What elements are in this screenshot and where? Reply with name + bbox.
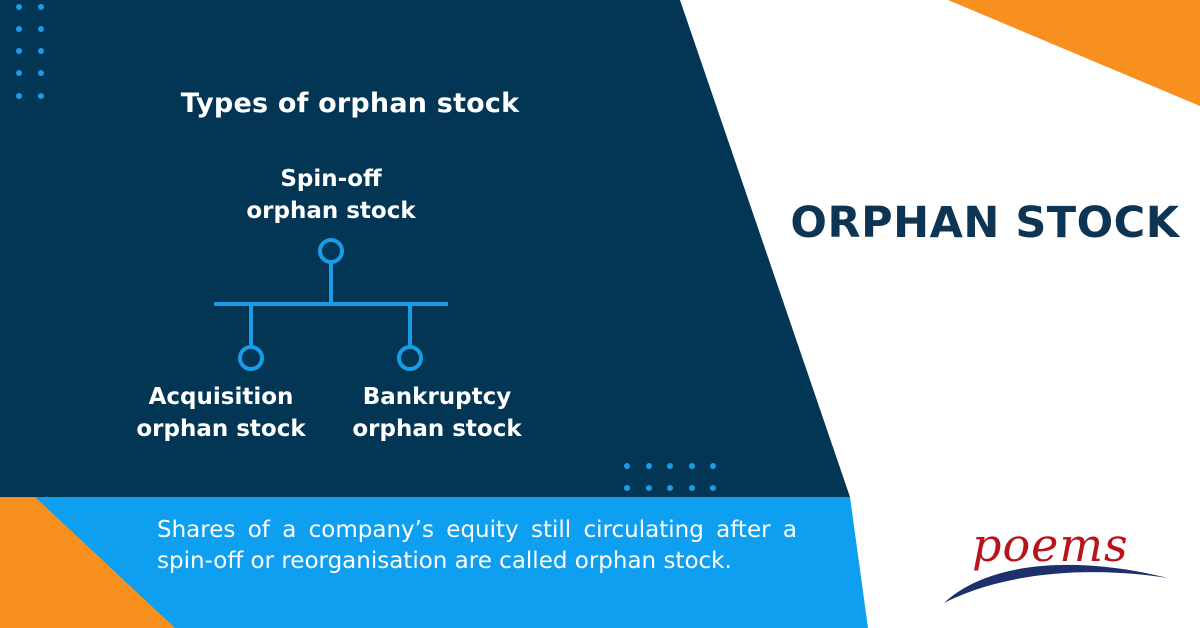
node-label-line: orphan stock <box>352 416 522 442</box>
blue-band <box>0 497 868 628</box>
orange-corner-top-right <box>948 0 1200 106</box>
definition-text: Shares of a company’s equity still circu… <box>157 517 797 574</box>
diagram-title: Types of orphan stock <box>180 88 520 119</box>
dot-grid-top-left <box>16 4 44 99</box>
diagram-connectors <box>214 262 448 347</box>
diagram-node-circles <box>238 238 423 371</box>
node-label-line: orphan stock <box>246 198 416 224</box>
node-label-line: Bankruptcy <box>362 384 512 410</box>
main-heading: ORPHAN STOCK <box>790 198 1180 248</box>
node-left-circle <box>238 345 264 371</box>
node-label-line: orphan stock <box>136 416 306 442</box>
poems-logo: poems <box>972 518 1129 572</box>
node-label-line: Spin-off <box>280 166 382 192</box>
node-label-line: Acquisition <box>148 384 294 410</box>
orange-corner-bottom-left <box>0 497 175 628</box>
node-right-circle <box>397 345 423 371</box>
node-label-bankruptcy: Bankruptcy orphan stock <box>312 381 562 445</box>
dot-grid-bottom-right <box>624 463 716 491</box>
navy-panel <box>0 0 850 497</box>
logo-swoosh <box>944 564 1168 603</box>
node-top-circle <box>318 238 344 264</box>
node-label-spin-off: Spin-off orphan stock <box>196 163 466 227</box>
node-label-acquisition: Acquisition orphan stock <box>96 381 346 445</box>
